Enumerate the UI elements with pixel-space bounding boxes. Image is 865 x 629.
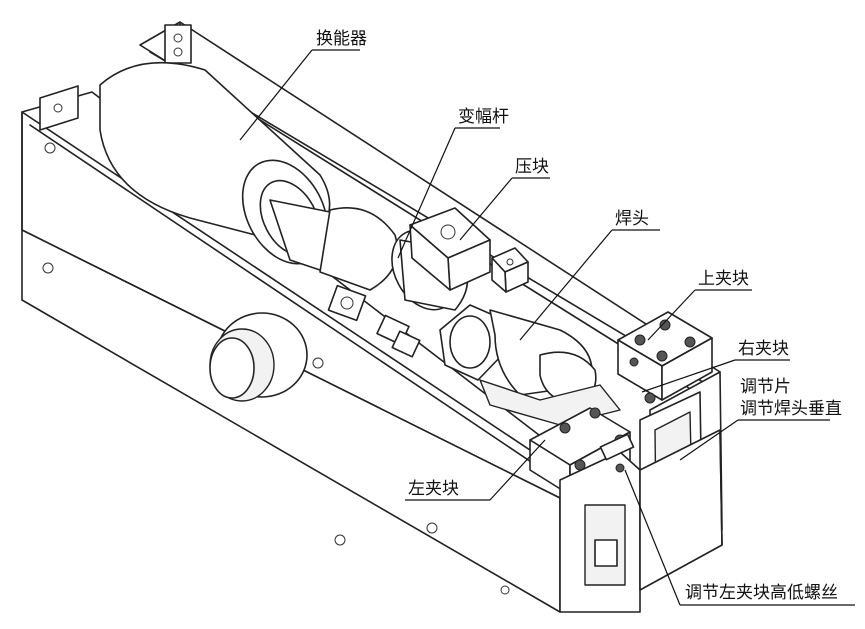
label-right-clamp: 右夹块 (738, 339, 789, 359)
leader-lines (239, 49, 855, 606)
label-adjust-screw: 调节左夹块高低螺丝 (685, 583, 838, 603)
label-adjust-vertical: 调节焊头垂直 (740, 399, 842, 419)
label-press-block: 压块 (515, 157, 549, 177)
label-left-clamp: 左夹块 (408, 479, 459, 499)
label-upper-clamp: 上夹块 (698, 269, 749, 289)
upper-clamp-part (617, 311, 713, 404)
left-end-bracket (39, 85, 79, 131)
label-welding-head: 焊头 (615, 209, 649, 229)
label-transducer: 换能器 (316, 29, 367, 49)
transducer-body (99, 61, 399, 291)
label-horn: 变幅杆 (458, 107, 509, 127)
labels: 换能器 变幅杆 压块 焊头 上夹块 右夹块 调节片 调节焊头垂直 左夹块 调节左… (316, 29, 842, 603)
back-bracket (164, 24, 192, 64)
end-frame (559, 429, 723, 613)
front-knob (209, 312, 308, 402)
press-block-part (409, 207, 529, 293)
label-adjust-plate: 调节片 (740, 377, 791, 397)
